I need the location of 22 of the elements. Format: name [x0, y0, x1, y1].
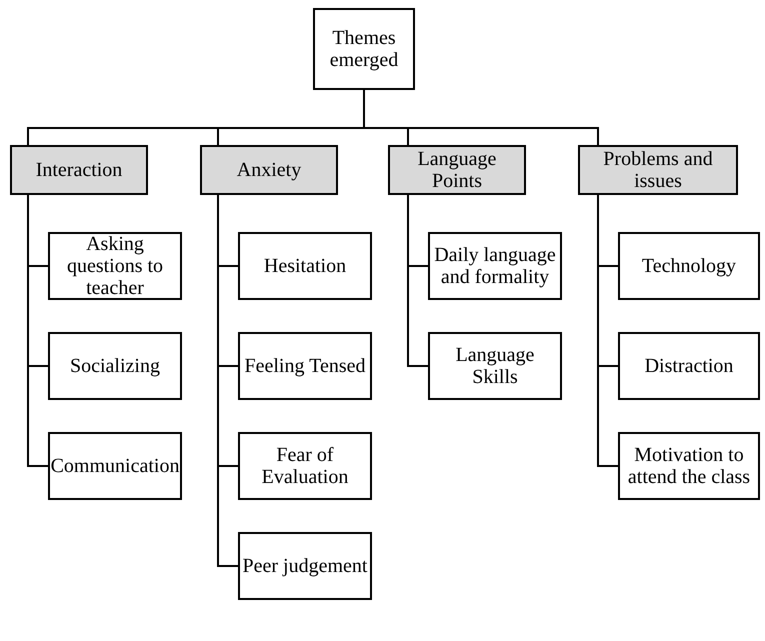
category-box: Interaction	[10, 145, 148, 195]
theme-box: Peer judgement	[238, 532, 372, 600]
connector-line	[217, 195, 238, 567]
connector-line	[27, 195, 48, 467]
connector-line	[407, 195, 428, 367]
category-box: Anxiety	[200, 145, 338, 195]
theme-box: Socializing	[48, 332, 182, 400]
category-box: Problems and issues	[578, 145, 738, 195]
category-box: Language Points	[388, 145, 526, 195]
theme-box: Language Skills	[428, 332, 562, 400]
theme-box: Hesitation	[238, 232, 372, 300]
theme-box: Fear of Evaluation	[238, 432, 372, 500]
theme-box: Asking questions to teacher	[48, 232, 182, 300]
theme-box: Distraction	[618, 332, 760, 400]
connector-line	[363, 90, 599, 145]
root-box: Themes emerged	[313, 8, 415, 90]
theme-box: Communication	[48, 432, 182, 500]
theme-box: Daily language and formality	[428, 232, 562, 300]
theme-box: Motivation to attend the class	[618, 432, 760, 500]
theme-box: Technology	[618, 232, 760, 300]
connector-line	[597, 195, 618, 467]
theme-box: Feeling Tensed	[238, 332, 372, 400]
